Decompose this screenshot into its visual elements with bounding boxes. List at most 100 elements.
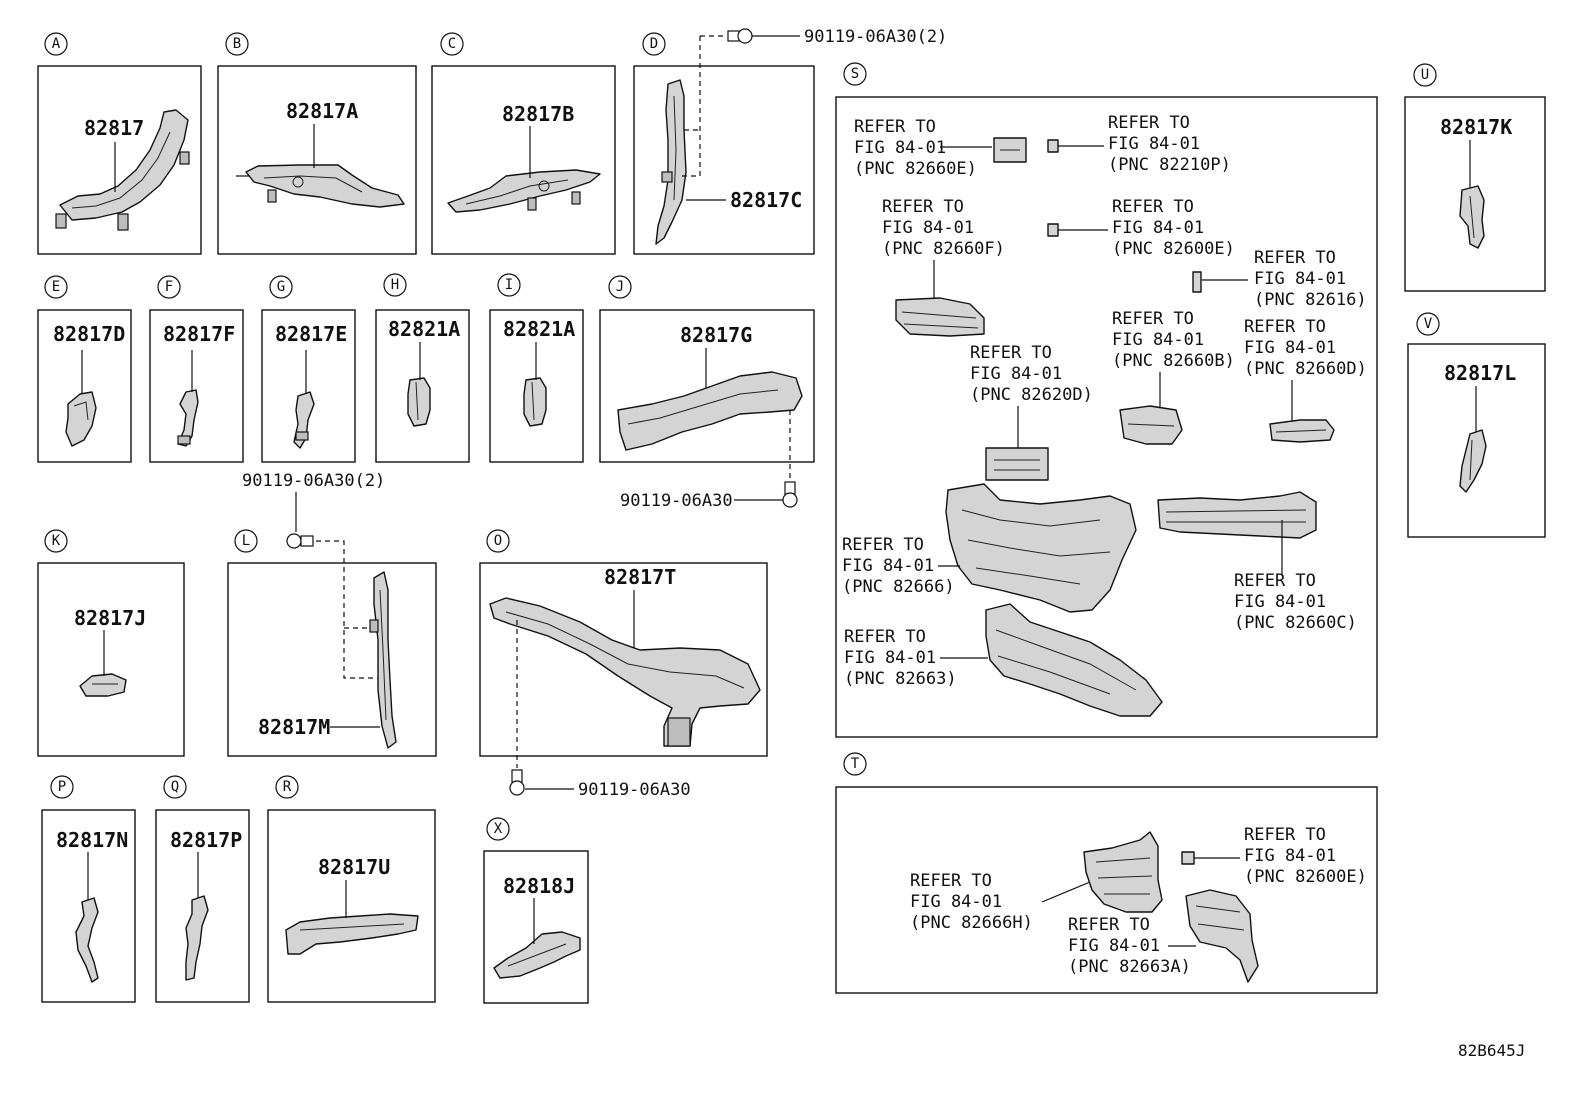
section-letter-p: P — [50, 775, 74, 799]
part-82600e-s — [1047, 223, 1059, 237]
svg-text:O: O — [494, 533, 502, 549]
part-82210p — [1047, 139, 1059, 153]
section-letter-a: A — [44, 32, 68, 56]
sheet-code: 82B645J — [1458, 1041, 1525, 1060]
part-82817c-detail — [673, 95, 677, 201]
box-f — [149, 309, 244, 463]
section-letter-l: L — [234, 529, 258, 553]
part-82663-detail — [995, 629, 1137, 695]
section-letter-d: D — [642, 32, 666, 56]
part-82817b-foot2 — [571, 191, 581, 205]
section-letter-f: F — [157, 275, 181, 299]
part-82821a-i — [523, 377, 547, 427]
refer-s-82660e: REFER TO FIG 84-01 (PNC 82660E) — [854, 117, 977, 179]
refer-s-82660c: REFER TO FIG 84-01 (PNC 82660C) — [1234, 571, 1357, 633]
section-letter-u: U — [1413, 63, 1437, 87]
svg-text:F: F — [165, 279, 173, 295]
part-82821a-h — [407, 377, 431, 427]
box-g — [261, 309, 356, 463]
part-82660c-detail — [1165, 509, 1307, 523]
svg-text:FIG 84-01: FIG 84-01 — [854, 138, 946, 158]
part-82817b-hole — [538, 180, 550, 192]
label-82821a-h: 82821A — [388, 317, 460, 341]
label-82817n: 82817N — [56, 828, 128, 852]
part-82817j — [79, 673, 127, 697]
label-82817c: 82817C — [730, 188, 802, 212]
svg-text:(PNC 82600E): (PNC 82600E) — [1244, 867, 1367, 887]
part-82817g — [617, 371, 803, 451]
svg-text:D: D — [650, 36, 658, 52]
label-82817d: 82817D — [53, 322, 125, 346]
part-82818j-detail — [507, 943, 567, 967]
part-82663a — [1185, 889, 1259, 983]
svg-text:H: H — [391, 277, 399, 293]
part-82817t — [489, 597, 761, 747]
label-82817g: 82817G — [680, 323, 752, 347]
refer-s-82660d: REFER TO FIG 84-01 (PNC 82660D) — [1244, 317, 1367, 379]
refer-t-82600e: REFER TO FIG 84-01 (PNC 82600E) — [1244, 825, 1367, 887]
part-82821a-h-detail — [415, 381, 419, 421]
svg-text:R: R — [283, 779, 292, 795]
section-letter-s: S — [843, 62, 867, 86]
section-letter-j: J — [608, 275, 632, 299]
svg-text:J: J — [616, 279, 624, 295]
part-82666h-detail — [1095, 857, 1153, 895]
box-d — [633, 65, 815, 255]
section-letter-e: E — [44, 275, 68, 299]
svg-text:FIG 84-01: FIG 84-01 — [1112, 330, 1204, 350]
svg-text:REFER TO: REFER TO — [910, 871, 992, 891]
part-82817f — [177, 389, 199, 447]
label-bolt-l: 90119-06A30(2) — [242, 471, 385, 491]
box-i — [489, 309, 584, 463]
svg-text:FIG 84-01: FIG 84-01 — [842, 556, 934, 576]
svg-text:FIG 84-01: FIG 84-01 — [1112, 218, 1204, 238]
svg-text:FIG 84-01: FIG 84-01 — [1254, 269, 1346, 289]
svg-text:(PNC 82663A): (PNC 82663A) — [1068, 957, 1191, 977]
svg-text:T: T — [851, 756, 860, 772]
part-82666h — [1083, 831, 1163, 913]
svg-text:X: X — [494, 821, 503, 837]
part-82817d-detail — [73, 401, 89, 421]
svg-text:(PNC 82660B): (PNC 82660B) — [1112, 351, 1235, 371]
svg-text:REFER TO: REFER TO — [1112, 309, 1194, 329]
part-82817t-detail — [505, 611, 745, 689]
part-82616 — [1192, 271, 1202, 293]
label-82818j: 82818J — [503, 874, 575, 898]
box-k — [37, 562, 185, 757]
refer-t-82663a: REFER TO FIG 84-01 (PNC 82663A) — [1068, 915, 1191, 977]
svg-text:V: V — [1424, 316, 1433, 332]
svg-text:(PNC 82210P): (PNC 82210P) — [1108, 155, 1231, 175]
svg-text:(PNC 82666): (PNC 82666) — [842, 577, 955, 597]
part-82660d-detail — [1275, 429, 1327, 433]
part-82817n — [75, 897, 99, 983]
box-l — [227, 562, 437, 757]
refer-s-82660f: REFER TO FIG 84-01 (PNC 82660F) — [882, 197, 1005, 259]
svg-text:(PNC 82660F): (PNC 82660F) — [882, 239, 1005, 259]
svg-text:L: L — [242, 533, 250, 549]
svg-text:FIG 84-01: FIG 84-01 — [882, 218, 974, 238]
part-82817a-hole — [292, 176, 304, 188]
svg-text:FIG 84-01: FIG 84-01 — [1244, 338, 1336, 358]
refer-s-82663: REFER TO FIG 84-01 (PNC 82663) — [844, 627, 957, 689]
svg-text:S: S — [851, 66, 859, 82]
box-c — [431, 65, 616, 255]
part-82821a-i-detail — [531, 381, 535, 421]
svg-text:(PNC 82660E): (PNC 82660E) — [854, 159, 977, 179]
label-82817u: 82817U — [318, 855, 390, 879]
svg-text:REFER TO: REFER TO — [1068, 915, 1150, 935]
part-82660c — [1157, 491, 1317, 539]
part-82817g-detail — [627, 389, 779, 425]
section-letter-r: R — [275, 775, 299, 799]
svg-text:(PNC 82660D): (PNC 82660D) — [1244, 359, 1367, 379]
part-82660b-detail — [1127, 423, 1175, 427]
part-82817d — [65, 391, 97, 447]
svg-text:U: U — [1421, 67, 1429, 83]
section-letter-t: T — [843, 752, 867, 776]
svg-text:REFER TO: REFER TO — [1234, 571, 1316, 591]
part-82817m-tab — [369, 619, 379, 633]
svg-text:FIG 84-01: FIG 84-01 — [844, 648, 936, 668]
svg-text:P: P — [58, 779, 66, 795]
part-82817l-detail — [1469, 439, 1473, 481]
part-82817p — [185, 895, 209, 981]
